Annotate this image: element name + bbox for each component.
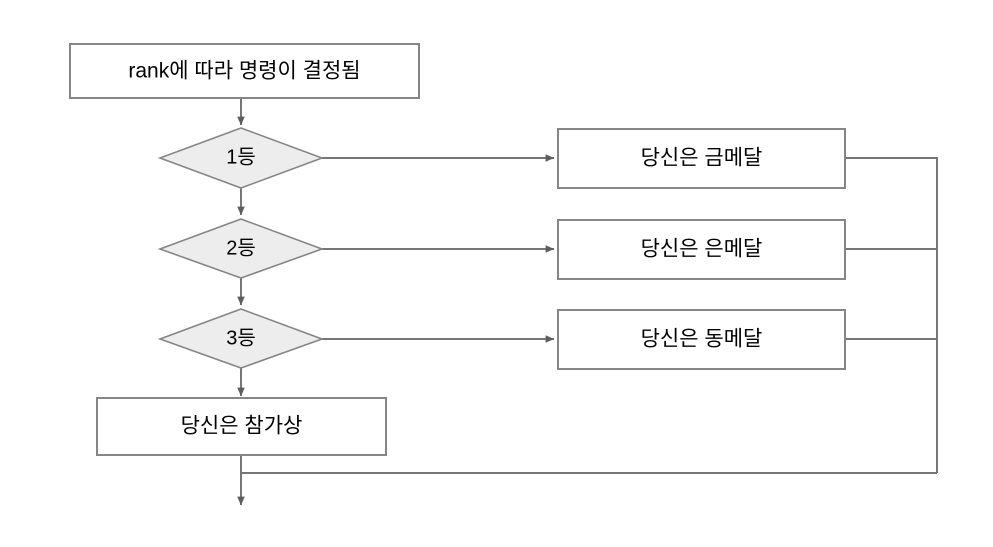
node-rank-1-label: 1등 bbox=[226, 146, 256, 168]
node-rank-3-label: 3등 bbox=[226, 327, 256, 349]
node-rank-2-diamond bbox=[157, 218, 325, 279]
connector-gold-to-exit-bus bbox=[845, 157, 938, 473]
node-result-bronze-label: 당신은 동메달 bbox=[641, 328, 763, 351]
node-result-silver-label: 당신은 은메달 bbox=[641, 238, 763, 261]
node-result-participation-label: 당신은 참가상 bbox=[181, 415, 303, 438]
node-result-bronze-box bbox=[557, 309, 846, 370]
node-result-silver[interactable]: 당신은 은메달 bbox=[557, 219, 846, 280]
node-result-gold[interactable]: 당신은 금메달 bbox=[557, 128, 846, 189]
node-rank-1-diamond bbox=[157, 127, 325, 189]
node-result-gold-label: 당신은 금메달 bbox=[641, 147, 763, 170]
node-start-box bbox=[69, 43, 420, 99]
node-rank-1[interactable]: 1등 bbox=[157, 127, 325, 189]
node-result-participation-box bbox=[96, 397, 387, 456]
node-start-label: rank에 따라 명령이 결정됨 bbox=[128, 60, 360, 83]
node-start[interactable]: rank에 따라 명령이 결정됨 bbox=[69, 43, 420, 99]
node-rank-2-label: 2등 bbox=[226, 237, 256, 259]
node-result-silver-box bbox=[557, 219, 846, 280]
node-rank-3[interactable]: 3등 bbox=[157, 308, 325, 369]
node-result-gold-box bbox=[557, 128, 846, 189]
node-rank-2[interactable]: 2등 bbox=[157, 218, 325, 279]
node-result-participation[interactable]: 당신은 참가상 bbox=[96, 397, 387, 456]
node-result-bronze[interactable]: 당신은 동메달 bbox=[557, 309, 846, 370]
node-rank-3-diamond bbox=[157, 308, 325, 369]
